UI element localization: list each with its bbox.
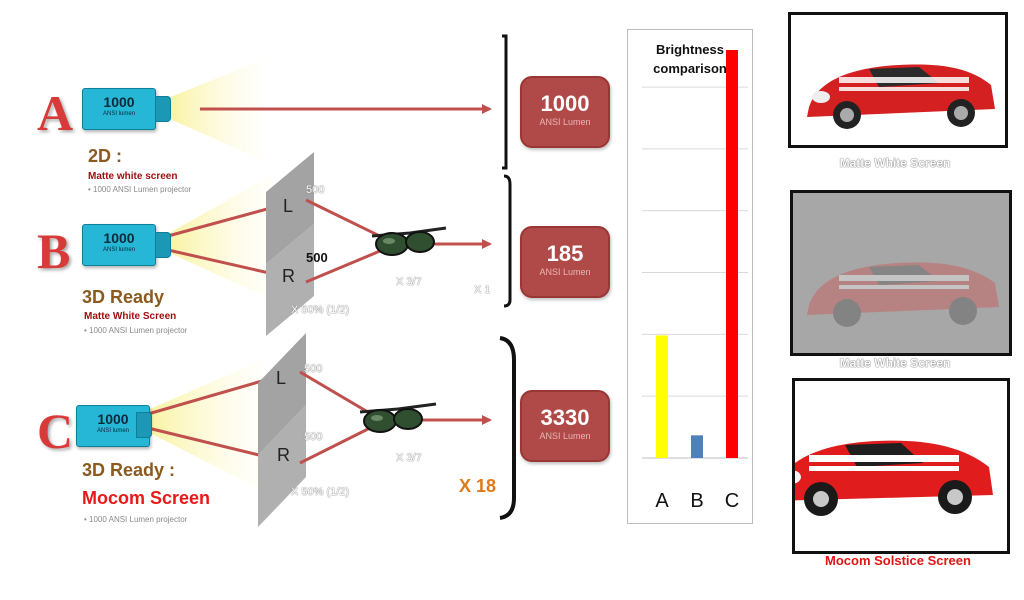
right-lumen-b: 500	[306, 250, 328, 265]
screen-type-c: Mocom Screen	[82, 488, 211, 508]
result-unit-b: ANSI Lumen	[539, 267, 591, 277]
glasses-factor-c: X 3/7	[396, 452, 422, 464]
picture-caption-1: Matte White Screen	[839, 156, 951, 170]
result-value-b: 185	[546, 241, 584, 266]
gain-factor-b: X 1	[474, 284, 491, 296]
gain-factor-c: X 18	[459, 476, 497, 496]
projector-note-b: • 1000 ANSI Lumen projector	[84, 326, 188, 335]
ray-c-right-to-glasses	[299, 422, 379, 465]
right-eye-label-b: R	[282, 266, 295, 286]
screen-bracket-b	[503, 174, 512, 308]
result-box-c: 3330 ANSI Lumen	[520, 390, 610, 462]
screen-type-b: Matte White Screen	[84, 311, 177, 322]
x-tick-b: B	[690, 490, 704, 512]
picture-caption-2: Matte White Screen	[839, 356, 951, 370]
projector-unit-a: ANSI lumen	[102, 111, 135, 117]
polarizer-factor-c: X 50% (1/2)	[291, 486, 350, 498]
left-eye-label-c: L	[276, 368, 287, 388]
row-title-c: 3D Ready :	[82, 460, 176, 480]
red-sports-car-image-dim	[793, 193, 1009, 353]
screen-type-a: Matte white screen	[88, 171, 178, 182]
ray-b-right-to-glasses	[305, 244, 393, 284]
bar-c	[726, 50, 738, 458]
projector-note-a: • 1000 ANSI Lumen projector	[88, 185, 192, 194]
polarizer-panel-b-right	[266, 224, 314, 336]
projector-unit-c: ANSI lumen	[96, 428, 129, 434]
screen-bracket-a	[502, 34, 508, 170]
projector-icon-b: 1000 ANSI lumen	[82, 224, 156, 266]
result-value-c: 3330	[540, 405, 590, 430]
polarizer-panel-c-right	[258, 405, 306, 527]
x-tick-c: C	[724, 490, 740, 512]
bar-a	[656, 335, 668, 458]
result-box-b: 185 ANSI Lumen	[520, 226, 610, 298]
projector-lumen-c: 1000	[97, 411, 129, 427]
polarizer-panel-c-left	[258, 333, 306, 455]
red-sports-car-image-bright	[795, 440, 993, 516]
result-unit-c: ANSI Lumen	[539, 431, 591, 441]
picture-matte-white-2	[790, 190, 1012, 356]
chart-plot	[642, 50, 748, 459]
left-lumen-b: 500	[306, 184, 325, 196]
x-tick-a: A	[655, 490, 669, 512]
glasses-icon-b	[371, 226, 447, 256]
projector-note-c: • 1000 ANSI Lumen projector	[84, 515, 188, 524]
polarizer-factor-b: X 50% (1/2)	[291, 304, 350, 316]
polarizer-panel-b-left	[266, 152, 314, 264]
brightness-chart: Brightness comparison A B C	[627, 29, 753, 524]
row-letter-b: B	[37, 223, 71, 279]
row-letter-a: A	[37, 85, 74, 141]
result-unit-a: ANSI Lumen	[539, 117, 591, 127]
result-box-a: 1000 ANSI Lumen	[520, 76, 610, 148]
projector-icon-a: 1000 ANSI lumen	[82, 88, 156, 130]
glasses-factor-b: X 3/7	[396, 276, 422, 288]
screen-bracket-c	[499, 336, 516, 520]
row-title-a: 2D :	[88, 146, 123, 166]
bar-b	[691, 435, 703, 458]
glasses-icon-c	[359, 402, 437, 433]
row-letter-c: C	[37, 403, 74, 459]
projector-lens-a	[155, 96, 171, 122]
picture-mocom-solstice	[792, 378, 1010, 554]
projector-unit-b: ANSI lumen	[102, 247, 135, 253]
right-eye-label-c: R	[277, 445, 290, 465]
row-title-b: 3D Ready	[82, 287, 165, 307]
projector-lens-b	[155, 232, 171, 258]
picture-caption-3: Mocom Solstice Screen	[825, 553, 971, 568]
right-lumen-c: 500	[304, 431, 323, 443]
projector-lumen-b: 1000	[103, 230, 135, 246]
picture-matte-white-1	[788, 12, 1008, 148]
left-lumen-c: 500	[304, 363, 323, 375]
light-beam-c	[148, 360, 262, 490]
chart-title: Brightness comparison	[653, 42, 727, 76]
projector-lumen-a: 1000	[103, 94, 135, 110]
projector-lens-c	[136, 412, 152, 438]
red-sports-car-image	[807, 64, 995, 129]
left-eye-label-b: L	[283, 196, 294, 216]
result-value-a: 1000	[540, 91, 590, 116]
